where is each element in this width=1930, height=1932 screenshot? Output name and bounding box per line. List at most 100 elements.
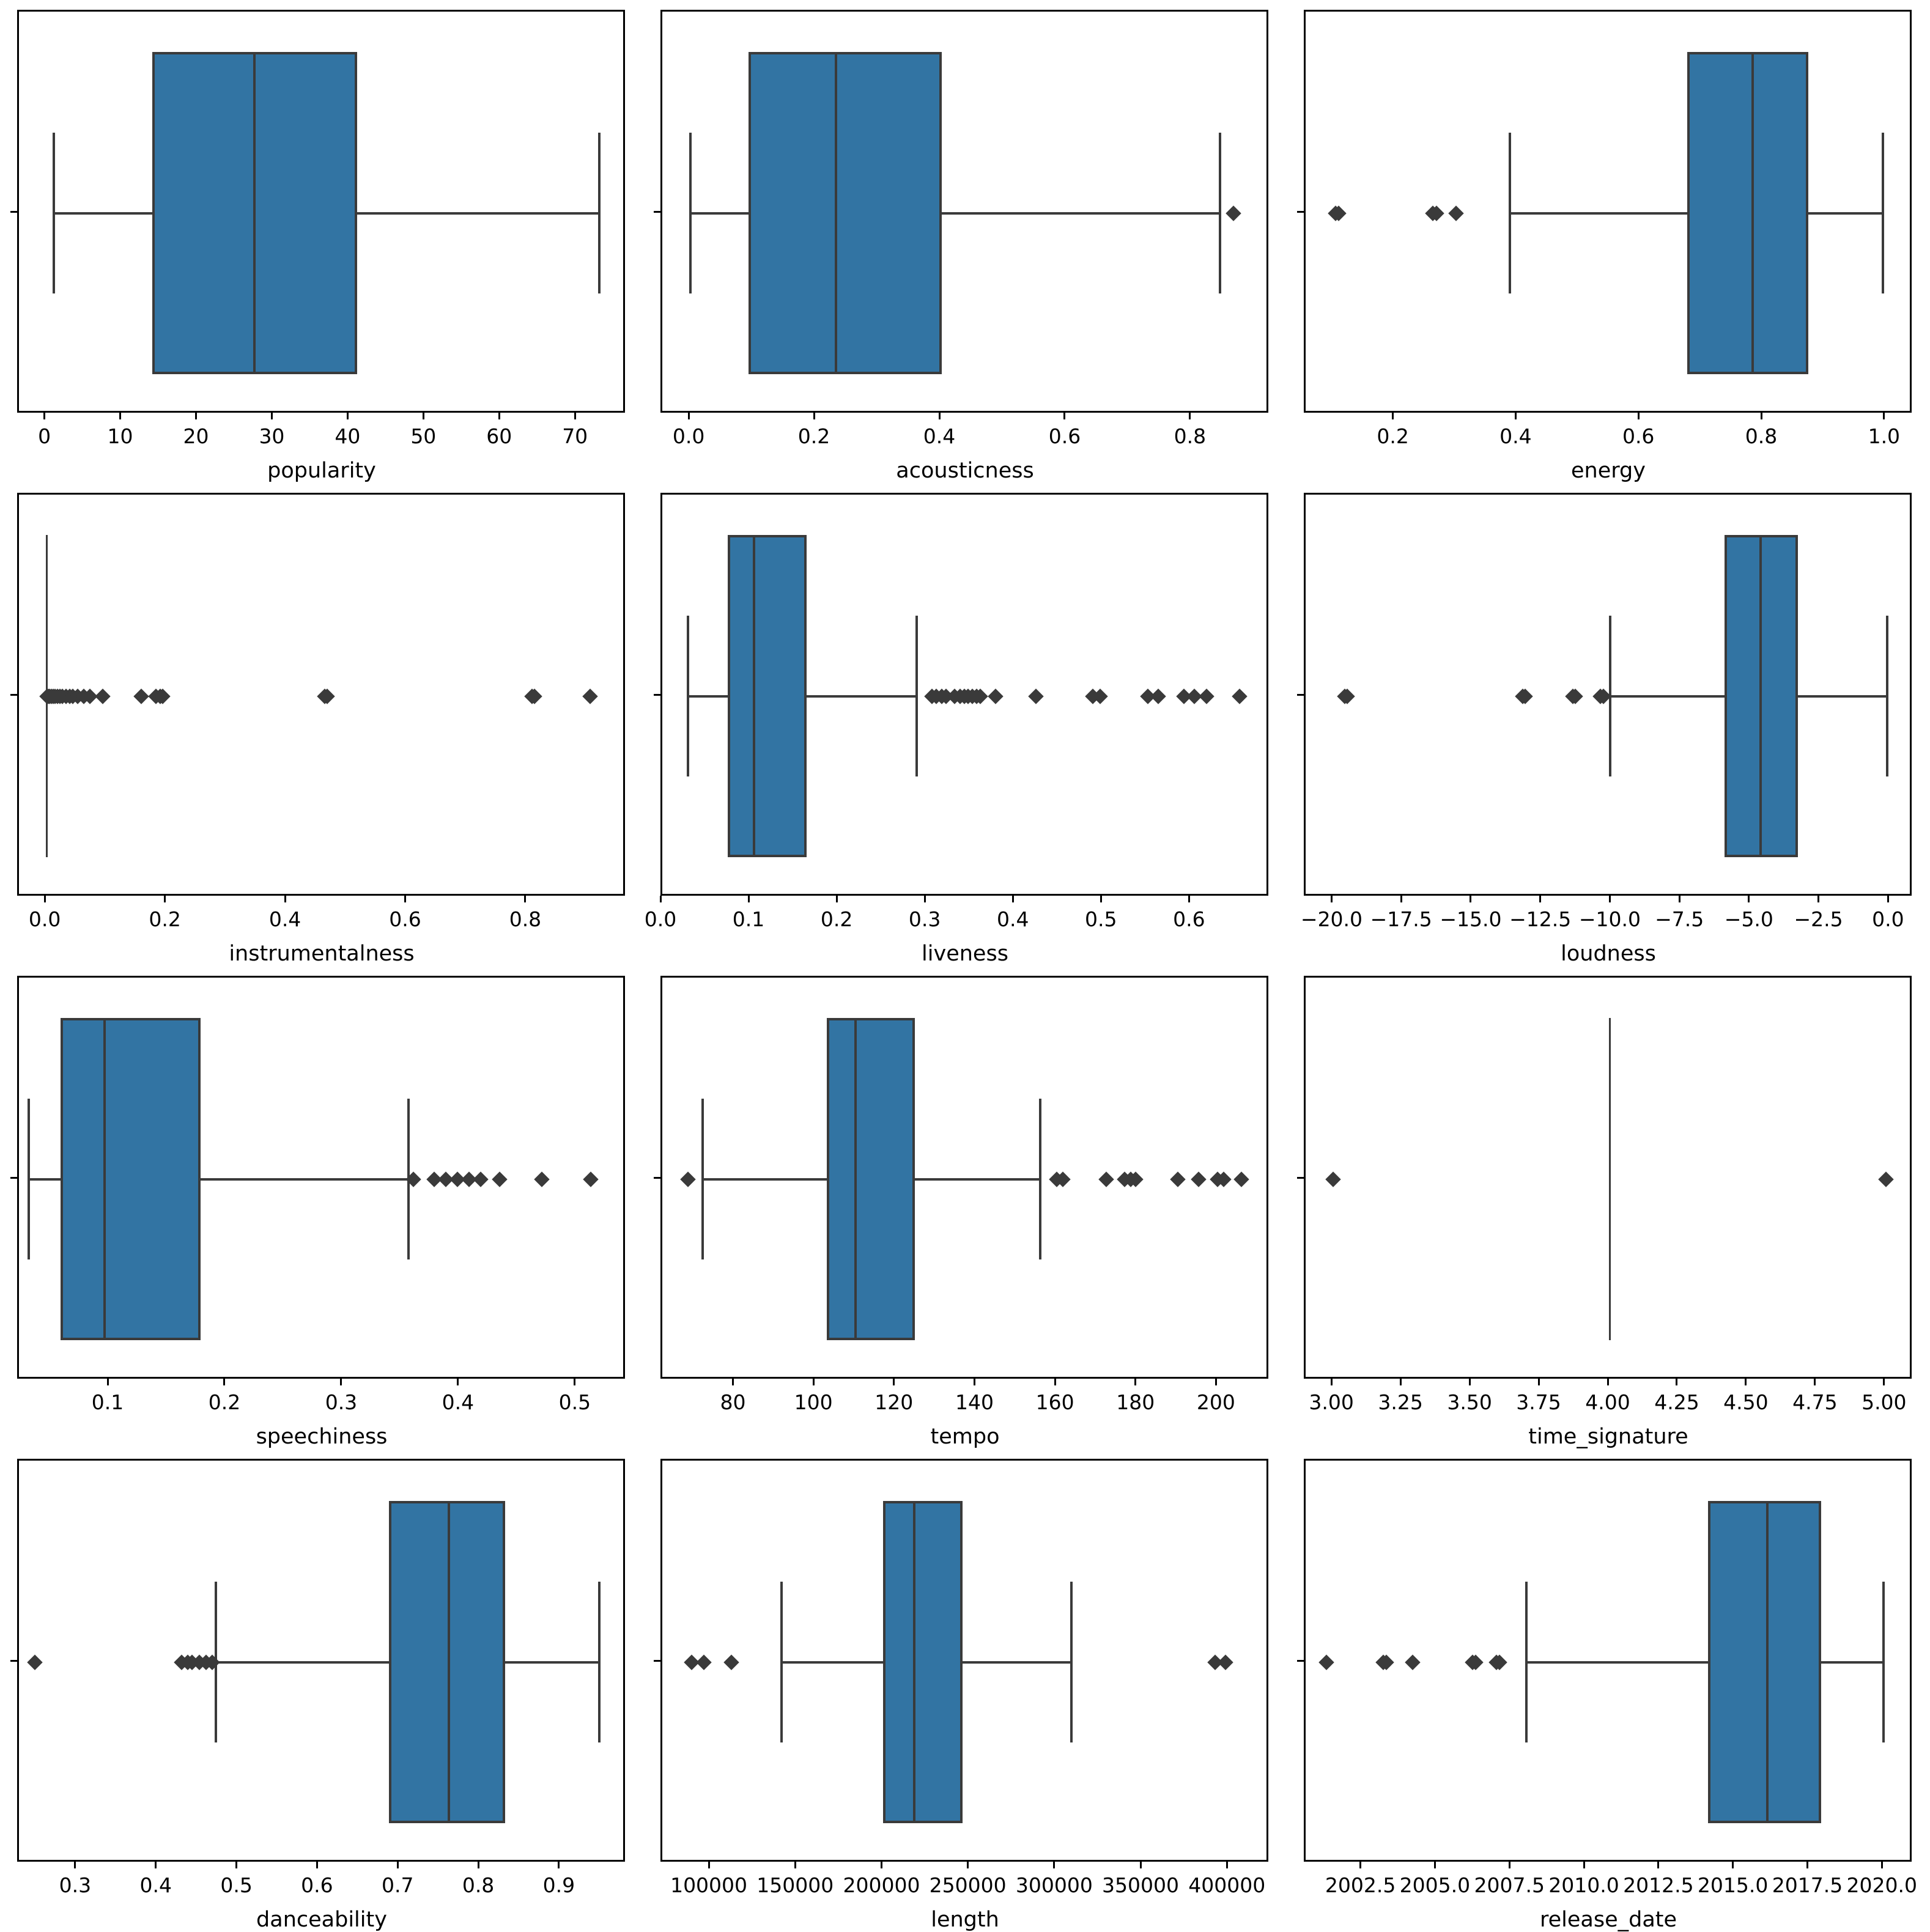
x-tick-label: 120 [874,1390,914,1414]
x-tick-label: 140 [955,1390,994,1414]
x-tick-label: 200 [1196,1390,1235,1414]
x-tick-label: 2007.5 [1474,1873,1545,1897]
x-tick [1470,896,1472,902]
x-tick-label: 100 [794,1390,833,1414]
x-tick-label: 2012.5 [1623,1873,1694,1897]
x-tick [340,1379,342,1385]
x-tick [1583,1862,1585,1868]
outlier-marker [1878,1171,1894,1187]
plot-axes [1304,976,1912,1379]
x-tick-label: 4.50 [1723,1390,1769,1414]
x-tick [1637,413,1640,419]
whisker-low-line [1526,1661,1708,1664]
x-tick-label: −2.5 [1794,907,1843,931]
whisker-high-line [1821,1661,1884,1664]
x-tick [422,413,424,419]
outlier-marker [583,1171,599,1187]
outlier-marker [1150,688,1166,704]
x-axis-label: release_date [1539,1908,1677,1932]
x-tick-label: 0.4 [139,1873,172,1897]
y-tick [10,1176,17,1179]
whisker-low-cap [1509,132,1512,294]
x-tick-label: 2017.5 [1772,1873,1843,1897]
x-tick [1226,1862,1228,1868]
whisker-high-line [942,212,1221,215]
outlier-marker [723,1654,739,1670]
x-tick [1745,1379,1747,1385]
x-tick [973,1379,975,1385]
box-iqr [727,534,807,858]
outlier-marker [1448,205,1464,221]
x-tick-label: −5.0 [1724,907,1773,931]
x-tick [1537,1379,1540,1385]
whisker-high-cap [1882,1581,1885,1743]
plot-content [662,1461,1266,1860]
x-tick [1134,1379,1137,1385]
x-tick-label: 0.0 [28,907,61,931]
x-tick-label: 300000 [1015,1873,1093,1897]
y-tick [1297,1176,1304,1179]
plot-content [19,12,623,411]
whisker-low-cap [28,1098,31,1260]
x-tick [164,896,166,902]
x-tick [223,1379,226,1385]
x-tick [812,1379,815,1385]
x-tick [457,1379,459,1385]
outlier-marker [1231,688,1248,704]
plot-content [19,1461,623,1860]
x-axis-label: loudness [1561,942,1656,966]
x-tick [270,413,273,419]
whisker-high-cap [1219,132,1222,294]
whisker-high-line [200,1178,409,1181]
x-tick [1053,1862,1056,1868]
x-tick [396,1862,399,1868]
x-tick [1606,1379,1609,1385]
x-tick-label: 0.2 [820,907,853,931]
x-tick [1392,413,1394,419]
x-tick [1100,896,1102,902]
x-tick [194,413,197,419]
whisker-high-line [505,1661,600,1664]
whisker-high-cap [915,615,919,777]
x-tick [1063,413,1066,419]
x-tick-label: 3.25 [1378,1390,1423,1414]
x-tick [1748,896,1750,902]
x-tick-label: −10.0 [1578,907,1641,931]
x-tick-label: 0 [38,424,51,448]
x-tick [1399,1379,1402,1385]
whisker-low-line [29,1178,61,1181]
x-axis-label: time_signature [1528,1425,1688,1449]
plot-content [1306,978,1910,1377]
x-tick-label: 0.5 [220,1873,253,1897]
outlier-marker [1028,688,1044,704]
x-tick [1760,413,1762,419]
y-tick [1297,693,1304,696]
outlier-marker [1325,1171,1341,1187]
whisker-low-line [1510,212,1687,215]
whisker-high-line [963,1661,1072,1664]
outlier-marker [1191,1171,1207,1187]
outlier-marker [1199,688,1215,704]
plot-content [662,978,1266,1377]
x-tick-label: 2015.0 [1697,1873,1769,1897]
median-line [834,51,837,375]
plot-axes [17,976,625,1379]
x-tick-label: 4.75 [1792,1390,1838,1414]
plot-axes [17,10,625,413]
y-tick [654,1176,660,1179]
outlier-marker [1225,205,1241,221]
x-tick-label: −15.0 [1440,907,1502,931]
x-tick [687,413,690,419]
box-iqr [749,51,942,375]
box-iqr [883,1500,963,1824]
median-line [253,51,256,375]
x-tick-label: 400000 [1188,1873,1266,1897]
x-tick [1508,1862,1510,1868]
y-tick [10,210,17,213]
plot-axes [1304,10,1912,413]
x-tick [119,413,122,419]
plot-content [1306,1461,1910,1860]
